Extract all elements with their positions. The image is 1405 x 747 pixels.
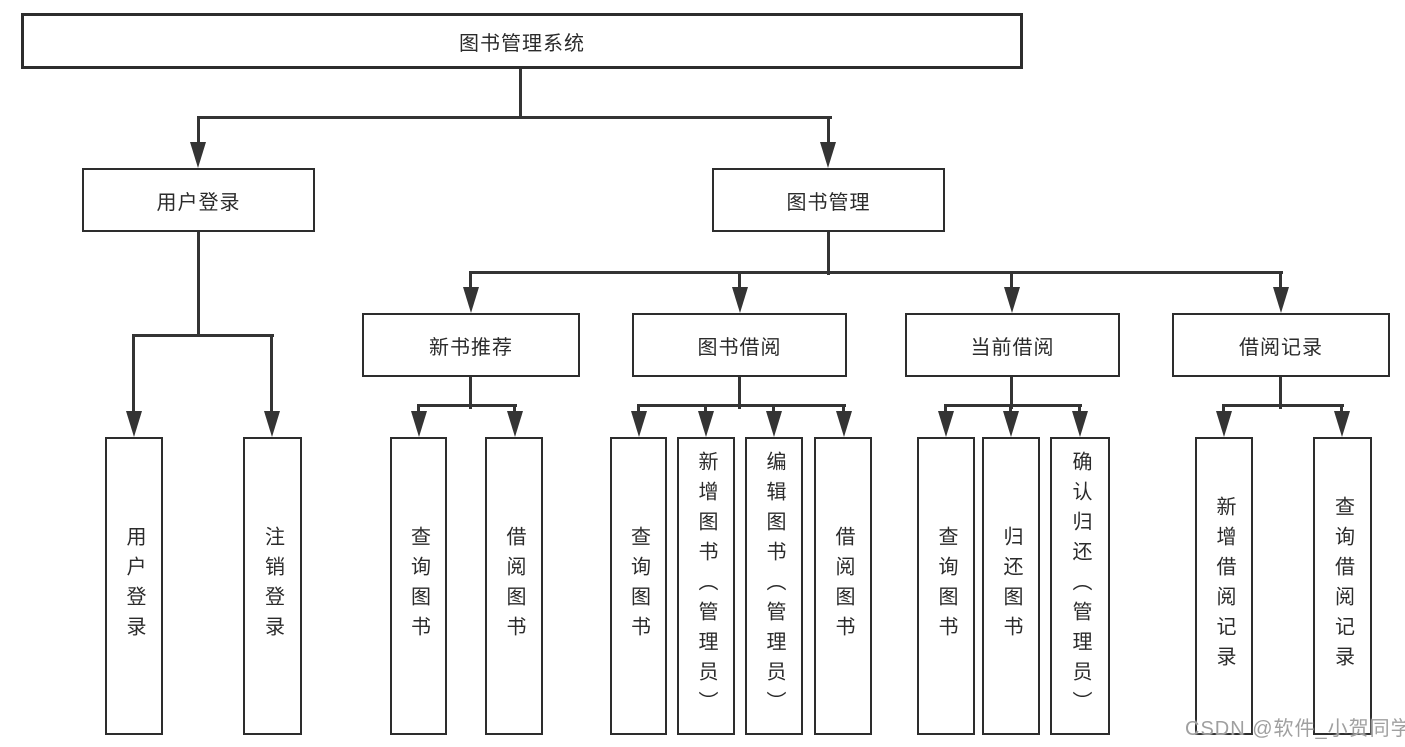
arrowhead-current-borrow (1004, 287, 1020, 313)
arrowhead-g4-leaf2 (1334, 411, 1350, 437)
edge-root-crossbar (197, 116, 832, 119)
arrowhead-leaf-logout (264, 411, 280, 437)
arrowhead-book-borrow (732, 287, 748, 313)
edge-drop-book-mgmt (827, 116, 830, 146)
edge-drop-g2-leaf2 (704, 404, 707, 416)
node-current-borrowing: 当前借阅 (905, 313, 1120, 377)
leaf-label: 归还图书 (1000, 526, 1022, 646)
leaf-borrow-books-rec: 借阅图书 (485, 437, 543, 735)
leaf-add-borrow-record: 新增借阅记录 (1195, 437, 1253, 735)
leaf-logout: 注销登录 (243, 437, 302, 735)
edge-user-login-stem (197, 232, 200, 337)
node-label: 用户登录 (156, 191, 241, 214)
edge-drop-g2-leaf4 (842, 404, 845, 416)
leaf-add-books-admin: 新增图书（管理员） (677, 437, 735, 735)
arrowhead-g1-leaf1 (411, 411, 427, 437)
leaf-label: 新增图书（管理员） (695, 451, 717, 721)
leaf-label: 查询图书 (935, 526, 957, 646)
leaf-edit-books-admin: 编辑图书（管理员） (745, 437, 803, 735)
edge-root-stem (519, 69, 522, 119)
leaf-label: 借阅图书 (503, 526, 525, 646)
node-label: 图书管理 (786, 191, 871, 214)
edge-group4-stem (1279, 377, 1282, 409)
edge-drop-current-borrow (1010, 271, 1013, 293)
csdn-watermark: CSDN @软件_小贺同学 (1185, 718, 1405, 740)
leaf-label: 编辑图书（管理员） (763, 451, 785, 721)
arrowhead-g3-leaf1 (938, 411, 954, 437)
leaf-label: 用户登录 (123, 526, 145, 646)
edge-drop-user-login (197, 116, 200, 146)
node-user-login: 用户登录 (82, 168, 315, 232)
edge-group2-stem (738, 377, 741, 409)
edge-drop-g1-leaf1 (417, 404, 420, 416)
edge-drop-g1-leaf2 (513, 404, 516, 416)
leaf-label: 借阅图书 (832, 526, 854, 646)
node-book-management: 图书管理 (712, 168, 945, 232)
arrowhead-g2-leaf3 (766, 411, 782, 437)
arrowhead-g2-leaf1 (631, 411, 647, 437)
arrowhead-new-book-rec (463, 287, 479, 313)
arrowhead-g2-leaf4 (836, 411, 852, 437)
leaf-query-borrow-record: 查询借阅记录 (1313, 437, 1372, 735)
edge-drop-g2-leaf3 (772, 404, 775, 416)
leaf-return-books: 归还图书 (982, 437, 1040, 735)
arrowhead-g2-leaf2 (698, 411, 714, 437)
arrowhead-g4-leaf1 (1216, 411, 1232, 437)
edge-drop-g3-leaf2 (1009, 404, 1012, 416)
arrowhead-g1-leaf2 (507, 411, 523, 437)
edge-group3-crossbar (944, 404, 1082, 407)
edge-group1-crossbar (417, 404, 517, 407)
edge-drop-leaf-user-login (132, 334, 135, 414)
node-borrowing-records: 借阅记录 (1172, 313, 1390, 377)
edge-drop-borrow-records (1279, 271, 1282, 293)
arrowhead-g3-leaf3 (1072, 411, 1088, 437)
leaf-label: 查询图书 (407, 526, 430, 646)
edge-group4-crossbar (1222, 404, 1344, 407)
node-label: 借阅记录 (1239, 336, 1323, 359)
arrowhead-user-login (190, 142, 206, 168)
edge-drop-leaf-logout (270, 334, 273, 414)
leaf-confirm-return-admin: 确认归还（管理员） (1050, 437, 1110, 735)
leaf-label: 查询借阅记录 (1331, 496, 1354, 676)
edge-group2-crossbar (637, 404, 846, 407)
leaf-label: 确认归还（管理员） (1069, 451, 1091, 721)
edge-book-mgmt-stem (827, 232, 830, 275)
leaf-query-books-rec: 查询图书 (390, 437, 447, 735)
arrowhead-book-mgmt (820, 142, 836, 168)
node-label: 当前借阅 (970, 336, 1055, 359)
edge-drop-g3-leaf1 (944, 404, 947, 416)
leaf-label: 查询图书 (627, 526, 650, 646)
leaf-query-books-current: 查询图书 (917, 437, 975, 735)
node-label: 图书管理系统 (459, 32, 585, 55)
edge-drop-g4-leaf1 (1222, 404, 1225, 416)
edge-drop-g2-leaf1 (637, 404, 640, 416)
edge-user-login-crossbar (132, 334, 274, 337)
edge-group1-stem (469, 377, 472, 409)
leaf-label: 注销登录 (261, 526, 284, 646)
leaf-query-books-borrow: 查询图书 (610, 437, 667, 735)
node-library-management-system: 图书管理系统 (21, 13, 1023, 69)
leaf-borrow-books: 借阅图书 (814, 437, 872, 735)
node-label: 新书推荐 (429, 336, 513, 359)
edge-drop-book-borrow (738, 271, 741, 293)
node-new-book-recommendation: 新书推荐 (362, 313, 580, 377)
node-label: 图书借阅 (697, 336, 782, 359)
edge-drop-new-book-rec (469, 271, 472, 293)
edge-book-mgmt-crossbar (469, 271, 1283, 274)
leaf-label: 新增借阅记录 (1213, 496, 1235, 676)
arrowhead-g3-leaf2 (1003, 411, 1019, 437)
node-book-borrowing: 图书借阅 (632, 313, 847, 377)
arrowhead-borrow-records (1273, 287, 1289, 313)
edge-group3-stem (1010, 377, 1013, 409)
arrowhead-leaf-user-login (126, 411, 142, 437)
leaf-user-login: 用户登录 (105, 437, 163, 735)
edge-drop-g4-leaf2 (1340, 404, 1343, 416)
edge-drop-g3-leaf3 (1078, 404, 1081, 416)
